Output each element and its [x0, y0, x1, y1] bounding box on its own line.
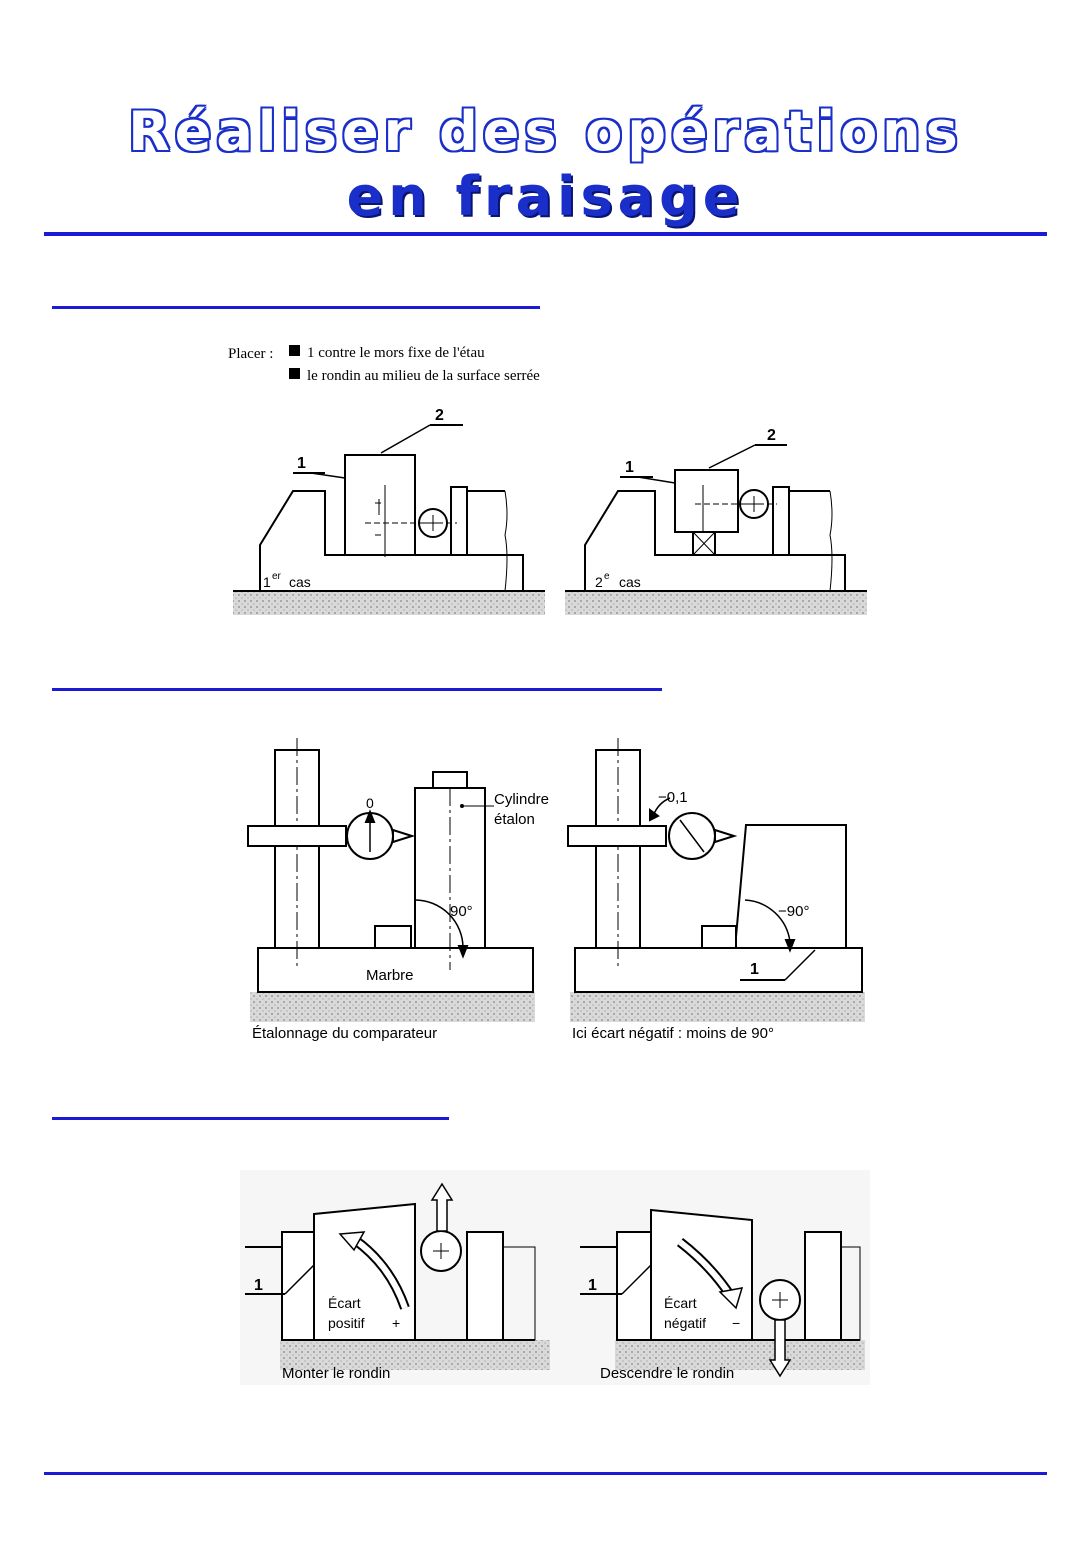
caption-right: Descendre le rondin	[600, 1365, 734, 1382]
case-1-drawing	[233, 424, 545, 615]
negative-deviation-drawing	[580, 1208, 865, 1378]
bullet-square-2	[289, 368, 300, 379]
case1-label-1: 1	[297, 455, 306, 472]
ecart-left-line1: Écart	[328, 1295, 361, 1311]
figure-1-vise-clamping: Placer : 1 contre le mors fixe de l'étau…	[228, 345, 867, 615]
footer-rule	[44, 1472, 1047, 1475]
case1-label-2: 2	[435, 407, 444, 424]
instruction-label: Placer :	[228, 346, 273, 362]
label-1-right: 1	[588, 1277, 597, 1294]
sign-left: +	[392, 1315, 400, 1331]
ecart-left-line2: positif	[328, 1315, 365, 1331]
case2-label-1: 1	[625, 459, 634, 476]
caption-left: Monter le rondin	[282, 1365, 390, 1382]
sign-right: −	[732, 1315, 740, 1331]
instruction-item-2: le rondin au milieu de la surface serrée	[307, 368, 540, 384]
label-1-left: 1	[254, 1277, 263, 1294]
label-1: 1	[750, 961, 759, 978]
figure-3-rondin-adjustment: 1 Écart positif + Monter le rondin 1 Éca…	[240, 1170, 870, 1385]
caption-left: Étalonnage du comparateur	[252, 1025, 437, 1042]
case-2-drawing	[565, 444, 867, 615]
cylinder-label-1: Cylindre	[494, 791, 549, 808]
ecart-right-line2: négatif	[664, 1315, 706, 1331]
caption-right: Ici écart négatif : moins de 90°	[572, 1025, 774, 1042]
cylinder-label-2: étalon	[494, 811, 535, 828]
title-line-2: en fraisage	[346, 165, 745, 228]
figure-2-dial-gauge: 0 Cylindre étalon 90° Marbre Étalonnage …	[247, 738, 865, 1042]
dial-right-value: −0,1	[658, 789, 688, 806]
ecart-right-line1: Écart	[664, 1295, 697, 1311]
case2-sup: e	[604, 571, 610, 582]
angle-right: −90°	[778, 903, 809, 920]
cylinder-dot	[460, 804, 464, 808]
angle-left: 90°	[450, 903, 473, 920]
header-rule	[44, 232, 1047, 236]
instruction-item-1: 1 contre le mors fixe de l'étau	[307, 345, 485, 361]
section1-underline	[52, 306, 540, 309]
case1-word: cas	[289, 574, 311, 590]
case2-label-2: 2	[767, 427, 776, 444]
calibration-drawing	[247, 738, 535, 1022]
bullet-square-1	[289, 345, 300, 356]
section2-underline	[52, 688, 662, 691]
positive-deviation-drawing	[245, 1182, 550, 1370]
case2-word: cas	[619, 574, 641, 590]
negative-deviation-drawing	[567, 738, 865, 1022]
case1-number: 1	[263, 574, 271, 590]
title-line-1: Réaliser des opérations	[128, 100, 963, 163]
marble-label: Marbre	[366, 967, 414, 984]
dial-left-value: 0	[366, 795, 374, 811]
case2-number: 2	[595, 574, 603, 590]
case1-sup: er	[272, 571, 282, 582]
section3-underline	[52, 1117, 449, 1120]
